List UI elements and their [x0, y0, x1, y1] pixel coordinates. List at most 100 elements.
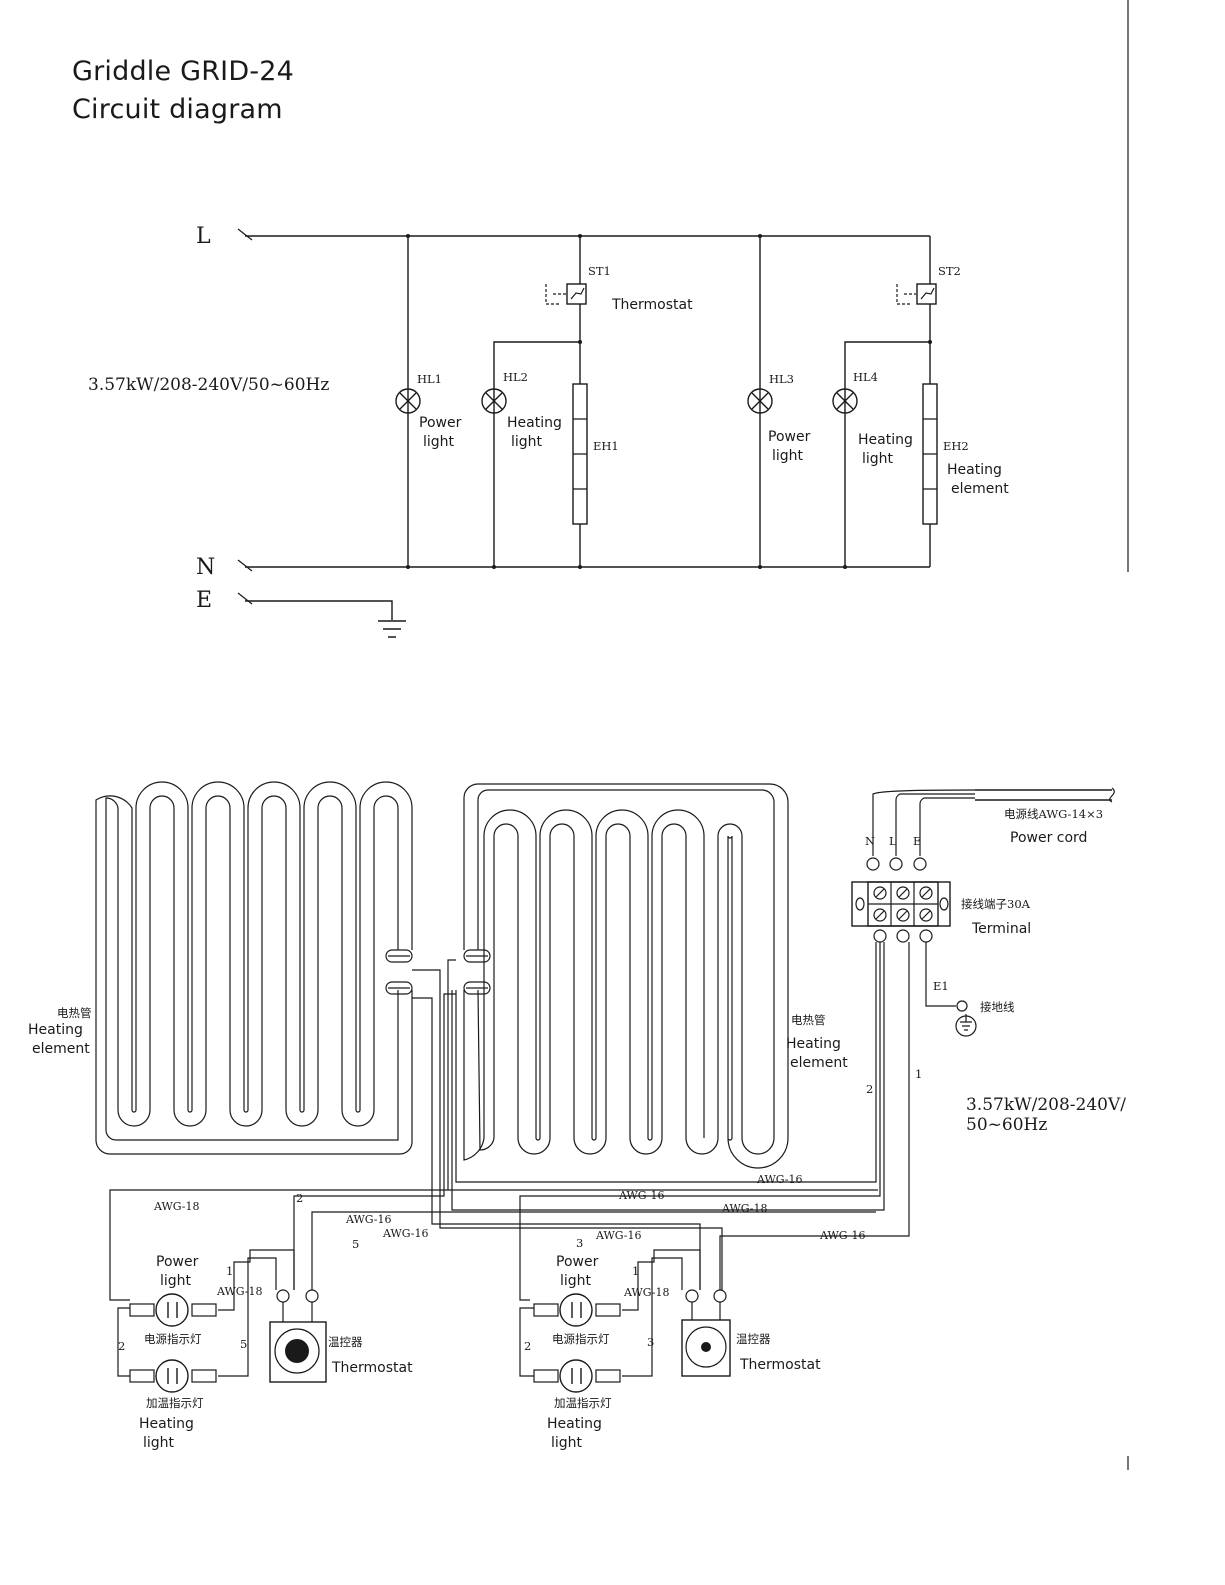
title-line-2: Circuit diagram — [72, 94, 283, 125]
power-cord — [872, 787, 1115, 856]
right-light-label: light — [560, 1273, 592, 1289]
hl3-light: light — [772, 448, 804, 464]
ground-icon — [955, 1014, 977, 1037]
hl2-light: light — [511, 434, 543, 450]
wiring-diagram: 电热管 Heating element 电热管 Heating element … — [28, 781, 1126, 1451]
right-heating-label: Heating — [547, 1416, 602, 1432]
thermostat-st2-symbol — [896, 283, 937, 305]
wire-num-1-term: 1 — [915, 1067, 922, 1081]
left-wire-num-2: 2 — [118, 1339, 125, 1353]
cord-ring-terminals — [866, 857, 927, 871]
branch-hl4 — [844, 341, 930, 567]
rail-l-label: L — [196, 224, 211, 249]
wire-num-2-term: 2 — [866, 1082, 873, 1096]
left-element-element: element — [32, 1041, 90, 1057]
right-power-label: Power — [556, 1254, 599, 1270]
rail-n-label: N — [196, 555, 215, 580]
st1-label: ST1 — [588, 264, 611, 278]
rail-e-label: E — [196, 588, 212, 613]
cord-n-label: N — [865, 834, 875, 848]
cord-e-label: E — [913, 834, 921, 848]
awg-label-9: AWG-18 — [216, 1285, 263, 1298]
ground-ring — [956, 1000, 968, 1012]
awg-label-1: AWG-16 — [756, 1173, 803, 1186]
right-element-cn: 电热管 — [791, 1013, 826, 1027]
lamp-hl1 — [395, 388, 421, 414]
cord-l-label: L — [889, 834, 897, 848]
lamp-hl4 — [832, 388, 858, 414]
left-element-cn: 电热管 — [57, 1006, 92, 1020]
right-element-heating: Heating — [786, 1036, 841, 1052]
awg-label-5: AWG-16 — [345, 1213, 392, 1226]
left-heat-light-cn: 加温指示灯 — [146, 1396, 204, 1410]
left-heating-label: Heating — [139, 1416, 194, 1432]
st1-thermostat: Thermostat — [611, 297, 693, 313]
hl1-light: light — [423, 434, 455, 450]
wiring-rating-line1: 3.57kW/208-240V/ — [966, 1095, 1126, 1115]
lamp-hl2 — [481, 388, 507, 414]
right-power-light-cn: 电源指示灯 — [552, 1332, 610, 1346]
heating-element-right-outer — [463, 783, 789, 1169]
hl1-power: Power — [419, 415, 462, 431]
eh2-label: EH2 — [943, 439, 969, 453]
hl3-label: HL3 — [769, 372, 794, 386]
hl2-heating: Heating — [507, 415, 562, 431]
right-element-element: element — [790, 1055, 848, 1071]
ground-symbol — [378, 620, 406, 638]
left-thermostat-en: Thermostat — [331, 1360, 413, 1376]
left-light-label: light — [160, 1273, 192, 1289]
ground-wire-cn: 接地线 — [980, 1000, 1015, 1014]
terminal-ticks — [237, 228, 253, 605]
wire-num-5-a: 5 — [352, 1237, 359, 1251]
left-power-label: Power — [156, 1254, 199, 1270]
awg-label-3: AWG-18 — [721, 1202, 768, 1215]
eh2-element: element — [951, 481, 1009, 497]
hl1-label: HL1 — [417, 372, 442, 386]
wire-num-3-a: 3 — [576, 1236, 583, 1250]
schematic-rating: 3.57kW/208-240V/50~60Hz — [88, 375, 329, 395]
schematic: L N E 3.57kW/208-240V/50~60Hz HL1 Power … — [88, 224, 1009, 638]
heating-element-right — [477, 789, 775, 1155]
awg-label-8: AWG-16 — [819, 1229, 866, 1242]
hl4-heating: Heating — [858, 432, 913, 448]
right-wire-num-2: 2 — [524, 1339, 531, 1353]
hl4-light: light — [862, 451, 894, 467]
left-control-group — [117, 1249, 327, 1393]
left-element-heating: Heating — [28, 1022, 83, 1038]
power-cord-en: Power cord — [1010, 830, 1087, 846]
awg-label-6: AWG-16 — [382, 1227, 429, 1240]
thermostat-st1-symbol — [545, 283, 587, 305]
st2-label: ST2 — [938, 264, 961, 278]
right-element-terminals — [463, 949, 491, 995]
left-wire-num-1: 1 — [226, 1264, 233, 1278]
left-heating-light-label: light — [143, 1435, 175, 1451]
right-thermostat-cn: 温控器 — [736, 1332, 771, 1346]
power-cord-cn: 电源线AWG-14×3 — [1004, 807, 1103, 821]
hl2-label: HL2 — [503, 370, 528, 384]
left-power-light-cn: 电源指示灯 — [144, 1332, 202, 1346]
right-heating-light-label: light — [551, 1435, 583, 1451]
awg-label-10: AWG-18 — [623, 1286, 670, 1299]
hl3-power: Power — [768, 429, 811, 445]
awg-label-4: AWG-18 — [153, 1200, 200, 1213]
left-wire-num-5: 5 — [240, 1337, 247, 1351]
left-thermostat-cn: 温控器 — [328, 1335, 363, 1349]
eh2-heating: Heating — [947, 462, 1002, 478]
terminal-cn: 接线端子30A — [961, 897, 1031, 911]
right-wire-num-3: 3 — [647, 1335, 654, 1349]
element-eh2-symbol — [922, 383, 938, 525]
awg-label-7: AWG-16 — [595, 1229, 642, 1242]
rail-e — [245, 600, 393, 620]
title-line-1: Griddle GRID-24 — [72, 56, 295, 87]
right-heat-light-cn: 加温指示灯 — [554, 1396, 612, 1410]
terminal-output-rings — [873, 929, 933, 943]
wire-num-2-a: 2 — [296, 1191, 303, 1205]
e1-label: E1 — [933, 979, 949, 993]
heating-element-left-outer — [95, 781, 413, 1155]
bus-wires — [109, 942, 910, 1301]
wiring-rating-line2: 50~60Hz — [966, 1115, 1047, 1135]
awg-label-2: AWG-16 — [618, 1189, 665, 1202]
eh1-label: EH1 — [593, 439, 619, 453]
